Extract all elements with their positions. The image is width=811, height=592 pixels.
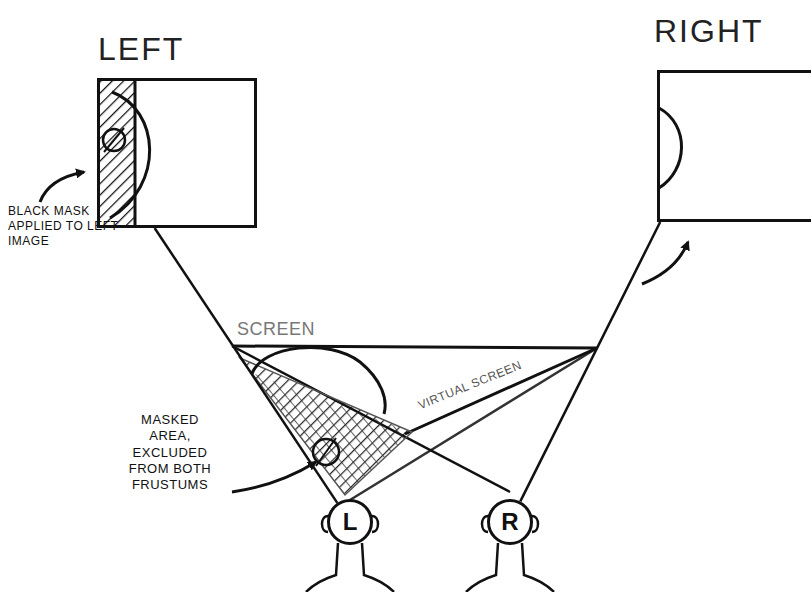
image-heading: RIGHT [654, 15, 764, 47]
head-neck [466, 543, 554, 592]
callout-arrow [642, 242, 688, 284]
eye-circle: L [327, 499, 373, 545]
masked-area [240, 358, 412, 495]
image-heading: LEFT [98, 33, 184, 65]
frustum-line [520, 222, 660, 501]
screen-label: SCREEN [237, 318, 357, 341]
callout-note: MASKED AREA, EXCLUDED FROM BOTH FRUSTUMS [120, 412, 220, 493]
screen-line [232, 346, 597, 348]
head-neck [306, 543, 394, 592]
callout-note: BLACK MASK APPLIED TO LEFT IMAGE [8, 204, 120, 249]
eye-letter: R [501, 510, 518, 534]
callout-arrow [40, 172, 84, 202]
object-dot-slash [104, 128, 124, 152]
callout-arrow [232, 462, 316, 492]
object-arc [659, 108, 682, 188]
virtual-screen-label: VIRTUAL SCREEN [402, 352, 537, 418]
object-dot-slash [316, 438, 336, 466]
masked-area-outline [240, 358, 412, 495]
object-dot [313, 439, 339, 465]
image-box: RIGHT [657, 70, 811, 222]
mask-edge [134, 78, 137, 228]
object-arc [110, 92, 150, 218]
object-dot [103, 129, 125, 151]
eye-circle: R [487, 499, 533, 545]
eye-letter: L [343, 510, 358, 534]
image-box: LEFT [97, 78, 257, 228]
